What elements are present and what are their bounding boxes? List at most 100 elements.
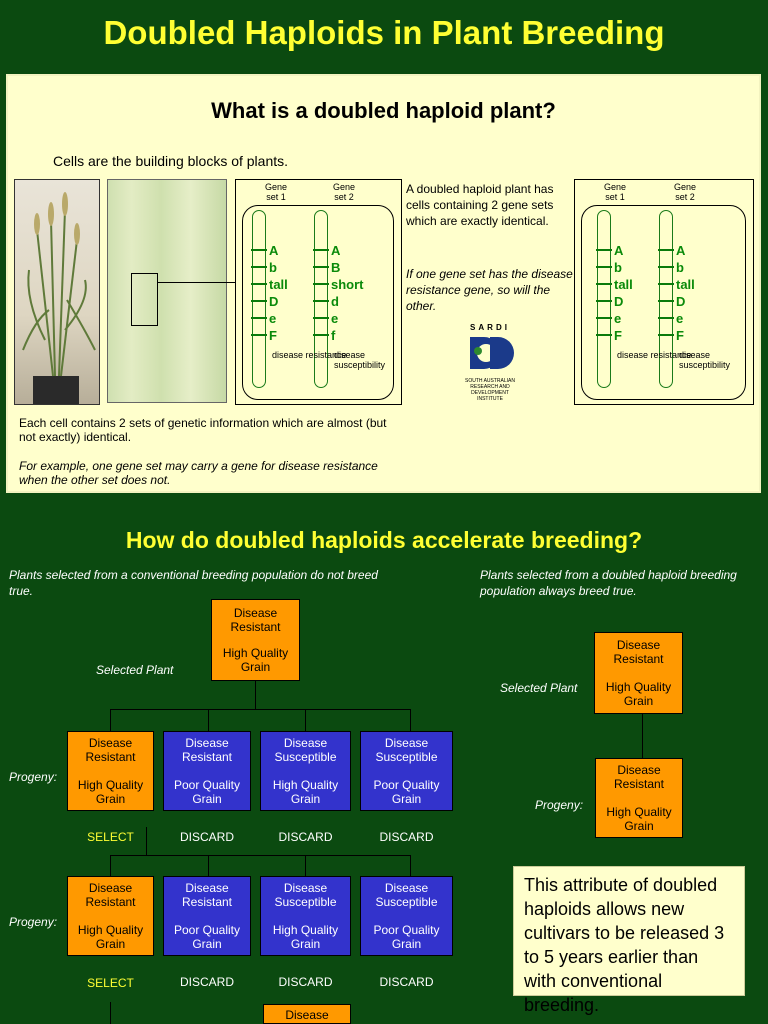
allele-label: b xyxy=(676,260,684,275)
progeny-label: Progeny: xyxy=(9,770,58,784)
discard-label: DISCARD xyxy=(278,975,333,989)
allele-label: D xyxy=(269,294,279,309)
dh-progeny-label: Progeny: xyxy=(535,798,584,812)
allele-tick xyxy=(658,300,674,302)
allele-tick xyxy=(658,266,674,268)
cell-outline xyxy=(242,205,394,400)
allele-label: D xyxy=(614,294,624,309)
allele-label: F xyxy=(614,328,622,343)
allele-label: b xyxy=(614,260,622,275)
allele-label: e xyxy=(614,311,622,326)
discard-label: DISCARD xyxy=(179,830,234,844)
allele-tick xyxy=(251,283,267,285)
allele-tick xyxy=(313,300,329,302)
tree-line xyxy=(110,709,411,710)
select-label: SELECT xyxy=(87,830,134,844)
allele-label: e xyxy=(269,311,277,326)
tree-line xyxy=(110,855,111,876)
conventional-note: Plants selected from a conventional bree… xyxy=(9,568,378,598)
gene-set-2-label: Gene set 2 xyxy=(673,182,697,202)
tree-line xyxy=(208,855,209,876)
allele-label: e xyxy=(331,311,339,326)
each-cell-text: Each cell contains 2 sets of genetic inf… xyxy=(19,416,387,444)
plant-photo xyxy=(14,179,100,405)
allele-tick xyxy=(313,317,329,319)
allele-label: e xyxy=(676,311,684,326)
connector-line xyxy=(157,282,237,283)
allele-tick xyxy=(596,317,612,319)
dh-description: A doubled haploid plant has cells contai… xyxy=(406,182,554,228)
allele-tick xyxy=(313,266,329,268)
set1-note: disease resistance xyxy=(272,350,347,360)
progeny-box-partial: Disease xyxy=(263,1004,351,1024)
chromosome-2 xyxy=(314,210,328,388)
section-heading: How do doubled haploids accelerate breed… xyxy=(125,527,643,553)
gene-set-2-label: Gene set 2 xyxy=(332,182,356,202)
allele-label: tall xyxy=(614,277,633,292)
allele-label: tall xyxy=(269,277,288,292)
sardi-logo: SARDI SOUTH AUSTRALIAN RESEARCH AND DEVE… xyxy=(464,323,515,402)
cells-intro: Cells are the building blocks of plants. xyxy=(53,153,289,169)
selected-plant-label: Selected Plant xyxy=(96,663,174,677)
allele-tick xyxy=(596,300,612,302)
allele-tick xyxy=(251,249,267,251)
tree-line xyxy=(110,1002,111,1024)
page-title: Doubled Haploids in Plant Breeding xyxy=(103,14,665,51)
callout-box: This attribute of doubled haploids allow… xyxy=(513,866,745,1015)
allele-label: A xyxy=(331,243,341,258)
allele-tick xyxy=(658,249,674,251)
tree-line xyxy=(110,709,111,731)
cell-outline xyxy=(581,205,746,400)
set1-note: disease resistance xyxy=(617,350,692,360)
dh-selected-plant-label: Selected Plant xyxy=(500,681,578,695)
tree-line xyxy=(305,855,306,876)
allele-label: tall xyxy=(676,277,695,292)
allele-tick xyxy=(313,283,329,285)
allele-tick xyxy=(313,249,329,251)
allele-label: f xyxy=(331,328,336,343)
gene-set-1-label: Gene set 1 xyxy=(264,182,288,202)
progeny-label: Progeny: xyxy=(9,915,58,929)
dh-note: Plants selected from a doubled haploid b… xyxy=(480,568,737,598)
tree-line xyxy=(110,855,411,856)
tree-line xyxy=(410,855,411,876)
allele-tick xyxy=(596,283,612,285)
cell-highlight-box xyxy=(131,273,158,326)
set2-note: disease susceptibility xyxy=(679,350,731,370)
allele-tick xyxy=(251,300,267,302)
tree-line xyxy=(208,709,209,731)
allele-tick xyxy=(313,334,329,336)
allele-tick xyxy=(251,334,267,336)
example-text: For example, one gene set may carry a ge… xyxy=(19,459,378,487)
discard-label: DISCARD xyxy=(179,975,234,989)
allele-label: A xyxy=(676,243,686,258)
allele-tick xyxy=(596,266,612,268)
chromosome-1 xyxy=(252,210,266,388)
allele-label: D xyxy=(676,294,686,309)
tree-line xyxy=(410,709,411,731)
allele-tick xyxy=(596,334,612,336)
chromosome-2 xyxy=(659,210,673,388)
allele-label: F xyxy=(676,328,684,343)
allele-label: short xyxy=(331,277,364,292)
allele-label: A xyxy=(269,243,279,258)
allele-tick xyxy=(658,283,674,285)
allele-tick xyxy=(251,266,267,268)
panel-question: What is a doubled haploid plant? xyxy=(211,98,556,123)
tree-line xyxy=(255,681,256,709)
allele-label: B xyxy=(331,260,341,275)
allele-label: d xyxy=(331,294,339,309)
